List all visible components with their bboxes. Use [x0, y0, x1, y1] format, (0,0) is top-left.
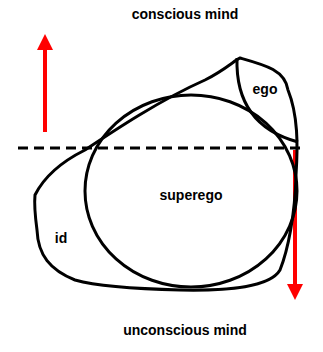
superego-ellipse: superego — [85, 95, 297, 287]
dashed-divider — [18, 147, 305, 150]
region-label: ego — [253, 81, 278, 97]
id-region-line — [35, 58, 297, 290]
up-arrow — [43, 42, 47, 132]
ego-region-outline — [225, 57, 300, 147]
mind-label: conscious mind — [132, 6, 239, 22]
mind-label: unconscious mind — [123, 322, 247, 338]
ego-region: ego — [225, 57, 300, 147]
id-region: id superego ego — [30, 55, 305, 295]
region-label: superego — [159, 187, 222, 203]
region-label: id — [55, 230, 67, 246]
superego-ellipse-line — [85, 95, 297, 287]
ego-region-line — [237, 58, 298, 142]
